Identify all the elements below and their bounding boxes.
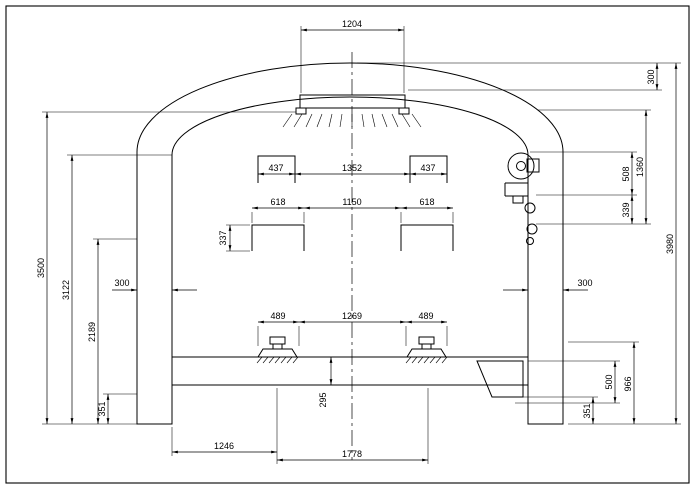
bracket-lower-left	[251, 224, 305, 251]
rail-right	[405, 336, 448, 364]
sheet-border	[5, 5, 690, 484]
dim-label-337: 337	[218, 230, 228, 245]
bracket-upper-right	[409, 155, 448, 183]
dim-label-618-right: 618	[419, 197, 434, 207]
dim-label-500: 500	[604, 374, 614, 389]
dim-label-1204: 1204	[342, 19, 362, 29]
dim-label-1352: 1352	[342, 163, 362, 173]
drain-channel	[476, 360, 524, 398]
dim-label-1269: 1269	[342, 311, 362, 321]
tunnel-wall	[136, 62, 564, 425]
dim-label-1150: 1150	[342, 197, 361, 207]
dim-label-2189: 2189	[87, 322, 97, 342]
structure	[136, 52, 564, 460]
dim-label-351-left: 351	[97, 401, 107, 416]
dim-label-295: 295	[318, 392, 328, 407]
dim-label-3122: 3122	[61, 280, 71, 300]
dim-label-437-left: 437	[268, 163, 283, 173]
bracket-upper-left	[257, 155, 296, 183]
pipe-circle-2	[526, 223, 538, 235]
wall-fan-assembly	[504, 152, 540, 245]
light-rays	[282, 113, 422, 128]
dim-label-489-right: 489	[418, 311, 433, 321]
dim-label-508: 508	[621, 166, 631, 181]
fan-circle	[507, 152, 535, 180]
dim-label-966: 966	[623, 376, 633, 391]
dim-label-339: 339	[621, 202, 631, 217]
dimensions: 1204 437 1352 437 618 1150 618 337 489 1…	[36, 19, 678, 462]
dim-label-437-right: 437	[420, 163, 435, 173]
dim-label-618-left: 618	[270, 197, 285, 207]
dim-label-3500: 3500	[36, 258, 46, 278]
bracket-lower-right	[400, 224, 454, 251]
rail-left	[256, 336, 299, 364]
dim-label-300-right: 300	[577, 278, 592, 288]
floor-slab	[171, 356, 529, 386]
pipe-circle-1	[524, 202, 536, 214]
dim-label-300-left: 300	[114, 278, 129, 288]
light-fixture	[282, 94, 422, 128]
dim-label-1778: 1778	[342, 449, 362, 459]
dim-label-3980: 3980	[665, 234, 675, 254]
dim-label-489-left: 489	[270, 311, 285, 321]
dim-label-1246: 1246	[214, 441, 234, 451]
dim-label-1360: 1360	[635, 157, 645, 177]
dim-label-351-right: 351	[582, 403, 592, 418]
extension-lines	[42, 26, 681, 464]
pipe-circle-3	[526, 237, 534, 245]
dim-label-300-crown: 300	[646, 69, 656, 84]
